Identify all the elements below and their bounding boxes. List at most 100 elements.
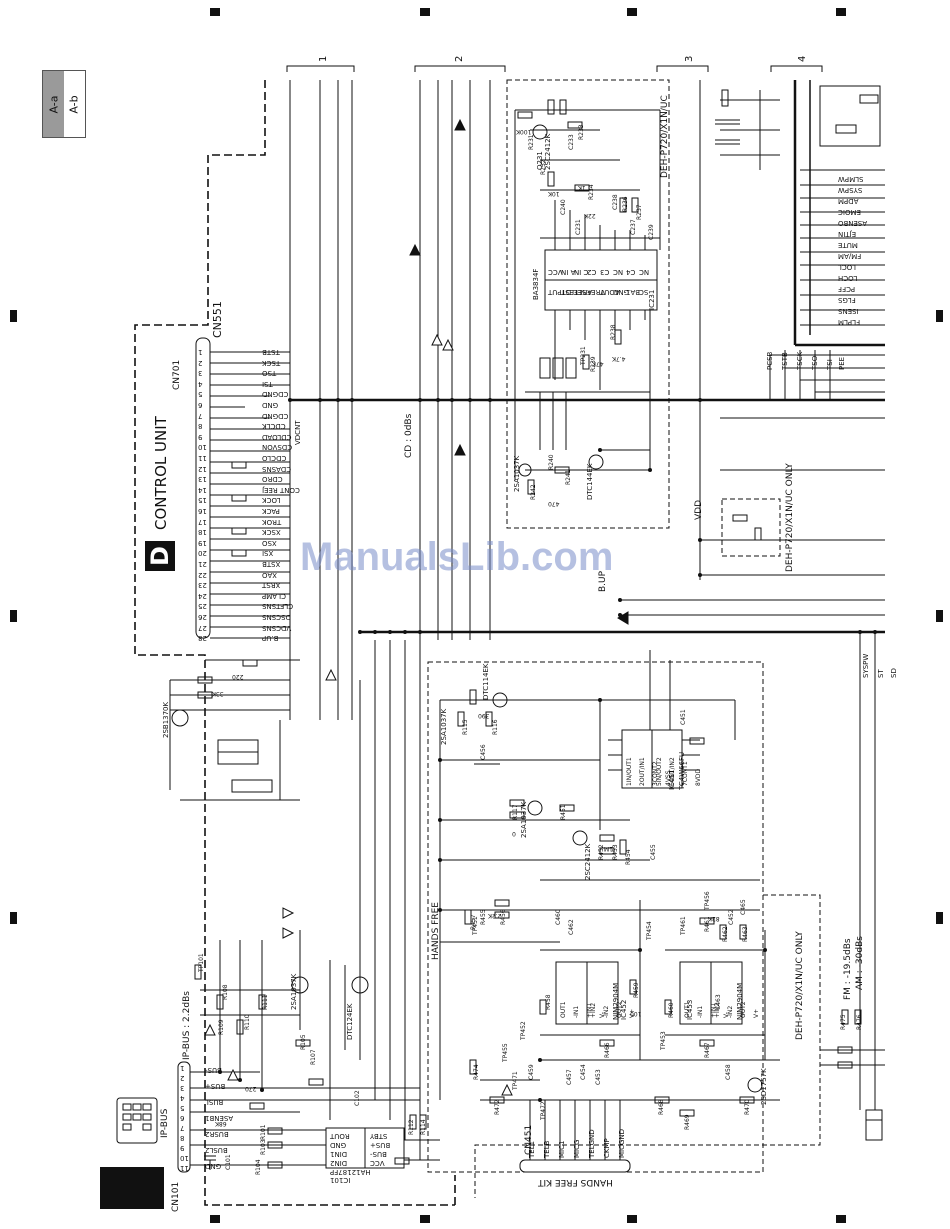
cn451-signal-label: TEL1 [528,1140,536,1158]
cn701-pin-number: 22 [198,570,207,579]
resistor-ref-label: R108 [222,984,229,1000]
bus-signal-label: ASENBO [838,219,868,227]
junction-dot [598,448,602,452]
junction-dot [763,948,767,952]
cn701-signal-label: TROK [262,517,282,526]
resistor-ref-label: R112 [408,1119,415,1135]
cn701-signal-label: XSTB [262,560,281,568]
cn101-pin-number: 2 [180,1074,185,1082]
column-number: 4 [797,55,808,62]
junction-dot [698,538,702,542]
resistor-ref-label: R234 [588,184,595,200]
cn701-pin-number: 6 [198,401,203,409]
cn701-signal-label: CDSVON [262,443,293,452]
ip-bus-level-note: IP-BUS : 2.2dBs [182,991,192,1060]
resistor-value-label: 0 [512,830,516,837]
cn101-pin-number: 7 [180,1124,185,1132]
bus-signal-label: SYSPW [862,653,870,678]
control-unit-boundary [134,80,455,1206]
cn701-signal-label: CDRO [262,475,283,484]
cn701-pin-number: 9 [198,432,203,441]
resistor-value-label: 390 [478,712,490,719]
test-point-label: TP453 [660,1031,667,1050]
ic231-pin-label: SC [639,288,649,296]
signal-arrow-hollow-icon [204,1023,216,1036]
resistor-ref-label: R117 [512,804,519,820]
cn701-pin-number: 19 [198,538,207,547]
bus-signal-label: SYSPW [838,186,863,194]
test-point-label: TP452 [520,1021,527,1040]
capacitor-ref-label: C460 [555,909,562,925]
ic231-pin-label: C3 [600,268,610,276]
ic451-pin-label: 1IN/OUT1 [626,757,633,786]
resistor-ref-label: R111 [262,994,269,1010]
cn101-pin-number: 5 [180,1104,185,1112]
cn701-signal-label: XAO [262,570,277,579]
junction-dot [858,630,862,634]
cn701-pin-number: 3 [198,369,203,378]
cn701-pin-number: 7 [198,411,203,420]
cn451-signal-label: CKMP [603,1138,611,1158]
capacitor-ref-label: C465 [740,899,747,915]
junction-dot [438,818,442,822]
resistor-value-label: 10K [548,190,560,197]
resistor-ref-label: R454 [625,849,632,865]
q234-label: DTC144EK [586,463,594,500]
resistor-ref-label: R474 [473,1064,480,1080]
ic101-ref-label: IC101 [330,1176,351,1184]
cn101-pin-number: 9 [180,1144,185,1152]
bus-signal-label: MUTE [838,241,858,249]
am-level-note: AM : -30dBs [855,936,865,990]
resistor-ref-label: R475 [840,1014,847,1030]
junction-dot [238,1078,242,1082]
capacitor-ref-label: C238 [612,194,619,210]
q451-label: 2SA1037K [440,708,448,745]
cn701-pin-number: 2 [198,358,203,367]
ic101-pin-label: VCC [370,1159,385,1167]
ic231-pin-label: BA1 [626,288,641,296]
resistor-ref-label: R241 [565,469,572,485]
capacitor-ref-label: C101 [225,1154,232,1170]
bus-signal-label: SD [890,668,898,678]
bus-signal-label: TSI [826,359,834,370]
model-note-right: DEH-P720/X1N/UC ONLY [795,931,805,1040]
resistor-ref-label: R462 [722,926,729,942]
resistor-ref-label: R458 [545,994,552,1010]
column-number: 2 [454,55,465,62]
cn701-signal-label: PACK [262,507,280,515]
junction-dot [438,908,442,912]
cn101-signal-label: BUSL [205,1098,224,1106]
registration-mark [420,8,430,16]
junction-dot [538,1058,542,1062]
registration-mark [10,610,17,622]
cn101-signal-label: BUS- [205,1066,222,1074]
cn701-signal-label: VDCSNS [262,623,292,632]
resistor-value-label: 220 [232,673,244,680]
resistor-ref-label: R468 [658,1099,665,1115]
capacitor-ref-label: C231 [575,219,582,235]
resistor-value-label: 1M [604,845,613,852]
cn701-signal-label: CDCLK [262,422,286,431]
resistor-ref-label: R103 [260,1139,267,1155]
resistor-ref-label: R236 [622,196,629,212]
ic101-pin-label: BUS- [370,1150,387,1158]
capacitor-ref-label: C451 [680,709,687,725]
cn701-pin-number: 27 [198,623,207,632]
ic452-pin-label: V+ [753,1008,760,1018]
ic231-pin-label: NC [639,268,650,276]
bus-signal-label: TSO [811,355,819,370]
cn701-pin-number: 17 [198,517,207,526]
resistor-ref-label: R114 [420,1119,427,1135]
resistor-ref-label: R233 [578,124,585,140]
junction-dot [638,948,642,952]
capacitor-ref-label: C453 [595,1069,602,1085]
resistor-ref-label: R470 [744,1099,751,1115]
ic451-pin-label: 6OUT/IN2 [669,757,676,786]
cn701-pin-number: 8 [198,422,203,431]
bus-signal-label: EJTIN [838,230,857,238]
cn701-pin-number: 14 [198,485,207,494]
cn701-signal-label: CONT REEJ [262,485,300,494]
junction-dot [488,398,492,402]
junction-dot [598,698,602,702]
junction-dot [373,630,377,634]
